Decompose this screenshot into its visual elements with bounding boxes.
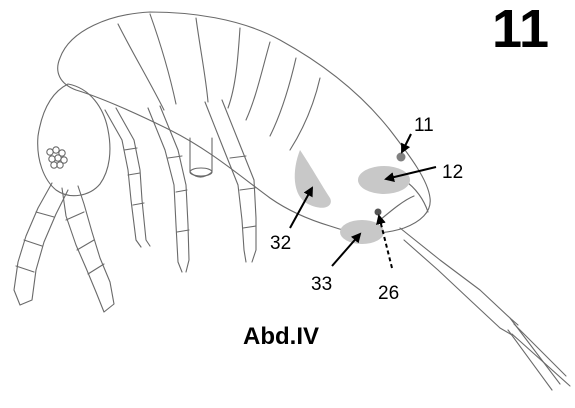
head [38, 84, 110, 196]
eye-patch [47, 147, 67, 168]
legs [105, 100, 256, 272]
chaeta-11 [397, 153, 406, 162]
figure-number: 11 [492, 2, 549, 56]
feature-32-area [295, 150, 331, 208]
chaeta-26 [375, 209, 382, 216]
label-33: 33 [311, 274, 332, 295]
feature-33-area [340, 220, 384, 244]
arrow-11 [402, 134, 411, 152]
label-32: 32 [270, 233, 291, 254]
figure-caption: Abd.IV [243, 325, 319, 349]
body-trunk [58, 12, 431, 233]
antenna [14, 183, 114, 312]
label-12: 12 [442, 162, 463, 183]
label-11: 11 [414, 115, 434, 136]
abd-iv-features [295, 150, 410, 244]
marker-labels: 11 12 32 33 26 [270, 115, 463, 304]
furca [400, 228, 570, 390]
arrow-26 [379, 216, 392, 268]
label-26: 26 [378, 283, 399, 304]
feature-12-area [358, 166, 410, 194]
